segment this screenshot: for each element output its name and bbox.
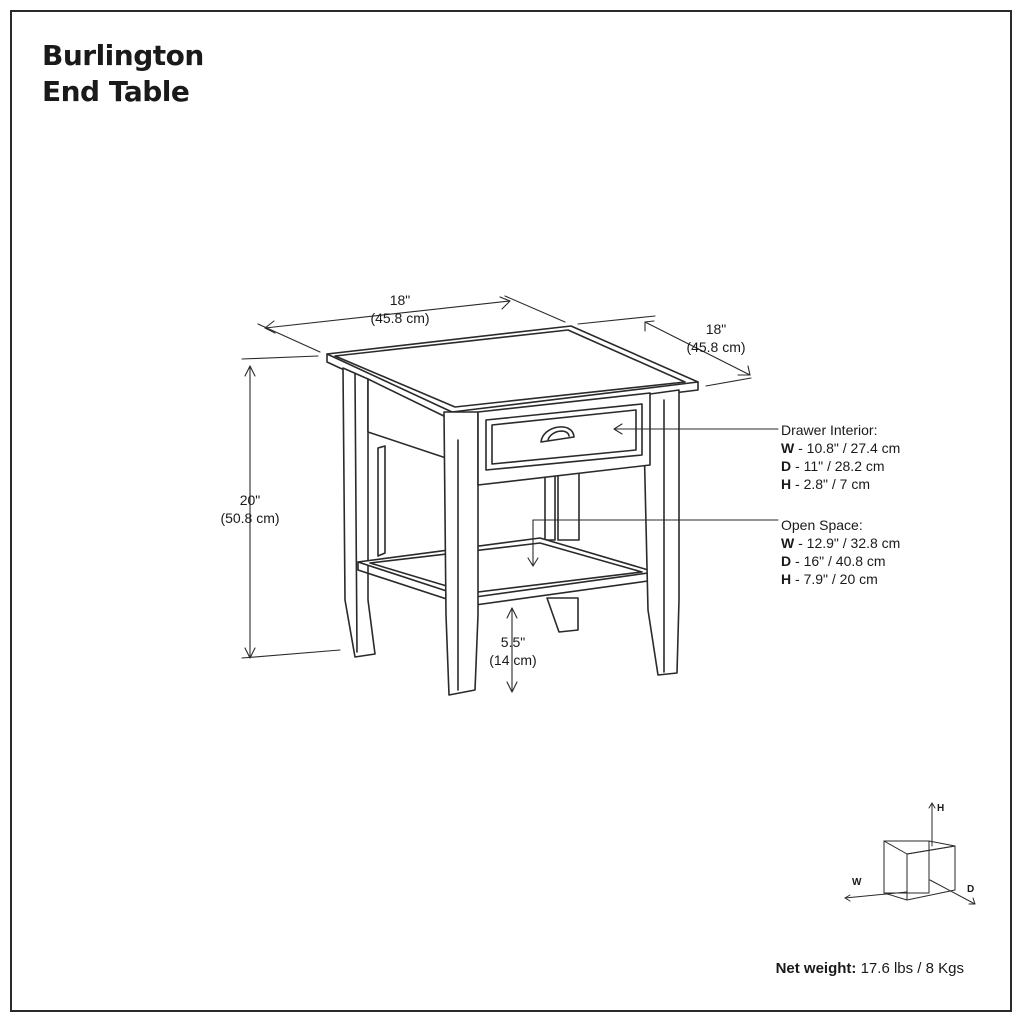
height-inches: 20" [239,492,261,508]
drawer-width-row: W - 10.8" / 27.4 cm [781,440,901,456]
net-weight-value: 17.6 lbs / 8 Kgs [856,960,964,977]
depth-cm: (45.8 cm) [686,339,746,355]
open-space-depth-row: D - 16" / 40.8 cm [781,553,886,569]
axis-cube-icon [844,802,976,905]
border-frame [10,10,1012,1012]
depth-dimension-label: 18" (45.8 cm) [671,320,761,356]
height-cm: (50.8 cm) [220,510,280,526]
lower-shelf [357,537,656,607]
open-space-heading: Open Space: [781,517,863,533]
axis-w-label: W [852,877,862,888]
right-front-leg [642,389,680,676]
width-dimension-label: 18" (45.8 cm) [355,291,445,327]
drawer-pull-icon [540,426,575,443]
drawer-height-row: H - 2.8" / 7 cm [781,476,871,492]
open-space-spec: Open Space: W - 12.9" / 32.8 cm D - 16" … [781,516,900,588]
drawer-depth-row: D - 11" / 28.2 cm [781,458,885,474]
width-cm: (45.8 cm) [370,310,430,326]
drawer-interior-heading: Drawer Interior: [781,422,878,438]
axis-d-label: D [967,884,975,895]
depth-inches: 18" [705,321,727,337]
width-inches: 18" [389,292,411,308]
clearance-inches: 5.5" [500,634,526,650]
dimension-lines [241,295,779,693]
height-dimension-label: 20" (50.8 cm) [205,491,295,527]
open-space-height-row: H - 7.9" / 20 cm [781,571,878,587]
title-line-1: Burlington [42,39,204,72]
net-weight-label: Net weight: [775,960,857,977]
open-space-width-row: W - 12.9" / 32.8 cm [781,535,901,551]
net-weight: Net weight: 17.6 lbs / 8 Kgs [776,960,964,977]
product-title: Burlington End Table [42,38,204,110]
axis-h-label: H [937,803,945,814]
title-line-2: End Table [42,75,190,108]
clearance-dimension-label: 5.5" (14 cm) [468,633,558,669]
clearance-cm: (14 cm) [489,652,537,668]
drawer-interior-spec: Drawer Interior: W - 10.8" / 27.4 cm D -… [781,421,900,493]
tabletop [326,325,699,421]
back-legs [377,445,580,633]
front-corner-leg [443,411,479,696]
